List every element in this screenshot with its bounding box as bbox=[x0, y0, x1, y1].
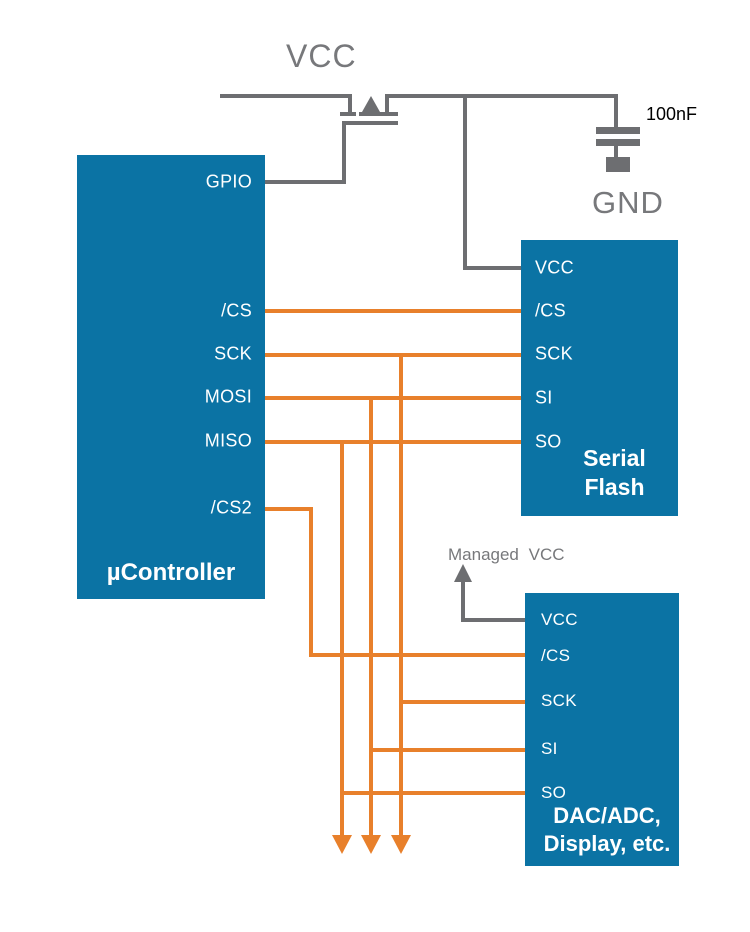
peripheral-title-line2: Display, etc. bbox=[543, 831, 671, 856]
mcu-pin-cs: /CS bbox=[221, 300, 252, 321]
mcu-pin-gpio: GPIO bbox=[205, 171, 252, 192]
vcc-rail-left-wire bbox=[220, 94, 352, 98]
mosfet-body-bar bbox=[359, 112, 382, 116]
mosfet-body-arrow-icon bbox=[362, 96, 380, 112]
managed-vcc-vertical-wire bbox=[461, 580, 465, 620]
cs2-wire-vertical bbox=[309, 507, 313, 657]
peripheral-chip: VCC /CS SCK SI SO DAC/ADC, Display, etc. bbox=[525, 593, 679, 866]
si-to-peripheral-wire bbox=[369, 748, 527, 752]
gnd-symbol-icon bbox=[606, 157, 630, 172]
miso-bus-vertical-wire bbox=[340, 440, 344, 837]
gate-wire-vertical bbox=[342, 121, 346, 182]
mcu-title: µController bbox=[106, 559, 236, 586]
flash-title: Serial Flash bbox=[555, 444, 674, 502]
peripheral-pin-vcc: VCC bbox=[541, 610, 578, 629]
peripheral-pin-cs: /CS bbox=[541, 646, 571, 665]
flash-pin-si: SI bbox=[535, 387, 553, 408]
peripheral-title: DAC/ADC, Display, etc. bbox=[535, 802, 679, 858]
mcu-pin-cs2: /CS2 bbox=[210, 497, 252, 518]
flash-pin-cs: /CS bbox=[535, 300, 566, 321]
managed-vcc-arrow-icon bbox=[454, 564, 472, 582]
peripheral-title-line1: DAC/ADC, bbox=[553, 803, 661, 828]
so-to-peripheral-wire bbox=[340, 791, 527, 795]
mosi-bus-vertical-wire bbox=[369, 396, 373, 837]
miso-wire bbox=[265, 440, 523, 444]
vcc-net-label: VCC bbox=[286, 38, 357, 74]
cap-plate-top bbox=[596, 127, 640, 134]
mosfet-gate-bar bbox=[343, 121, 398, 125]
mcu-pin-miso: MISO bbox=[204, 430, 252, 451]
mosfet-drain-bar bbox=[382, 112, 398, 116]
mosfet-source-bar bbox=[340, 112, 356, 116]
cs2-to-peripheral-wire bbox=[309, 653, 527, 657]
peripheral-pin-si: SI bbox=[541, 739, 558, 758]
vcc-rail-right-wire bbox=[385, 94, 618, 98]
peripheral-pin-sck: SCK bbox=[541, 691, 577, 710]
cap-top-lead bbox=[614, 94, 618, 128]
mcu-pin-mosi: MOSI bbox=[204, 386, 252, 407]
gpio-wire bbox=[265, 180, 346, 184]
mosfet-drain-stub bbox=[385, 94, 389, 112]
flash-title-line2: Flash bbox=[584, 474, 645, 500]
peripheral-pin-so: SO bbox=[541, 783, 567, 802]
cap-bottom-lead bbox=[614, 146, 618, 158]
mosi-wire bbox=[265, 396, 523, 400]
mosfet-source-stub bbox=[348, 94, 352, 112]
managed-vcc-label: Managed VCC bbox=[448, 545, 565, 564]
cap-plate-bottom bbox=[596, 139, 640, 146]
sck-bus-arrow-icon bbox=[391, 835, 411, 854]
miso-bus-arrow-icon bbox=[332, 835, 352, 854]
flash-title-line1: Serial bbox=[583, 445, 646, 471]
flash-vcc-wire bbox=[463, 266, 523, 270]
flash-pin-so: SO bbox=[535, 431, 562, 452]
cap-value-label: 100nF bbox=[646, 104, 698, 124]
peripheral-vcc-wire bbox=[461, 618, 527, 622]
mosi-bus-arrow-icon bbox=[361, 835, 381, 854]
mcu-pin-sck: SCK bbox=[214, 343, 252, 364]
cs2-wire-horizontal bbox=[265, 507, 313, 511]
mcu-chip: GPIO /CS SCK MOSI MISO /CS2 µController bbox=[77, 155, 265, 599]
cs-wire bbox=[265, 309, 523, 313]
gnd-net-label: GND bbox=[592, 185, 664, 220]
sck-bus-vertical-wire bbox=[399, 353, 403, 837]
switched-vcc-vertical-wire bbox=[463, 94, 467, 268]
sck-to-peripheral-wire bbox=[399, 700, 527, 704]
flash-pin-vcc: VCC bbox=[535, 257, 574, 278]
flash-chip: VCC /CS SCK SI SO Serial Flash bbox=[521, 240, 678, 516]
flash-pin-sck: SCK bbox=[535, 343, 573, 364]
sck-wire bbox=[265, 353, 523, 357]
